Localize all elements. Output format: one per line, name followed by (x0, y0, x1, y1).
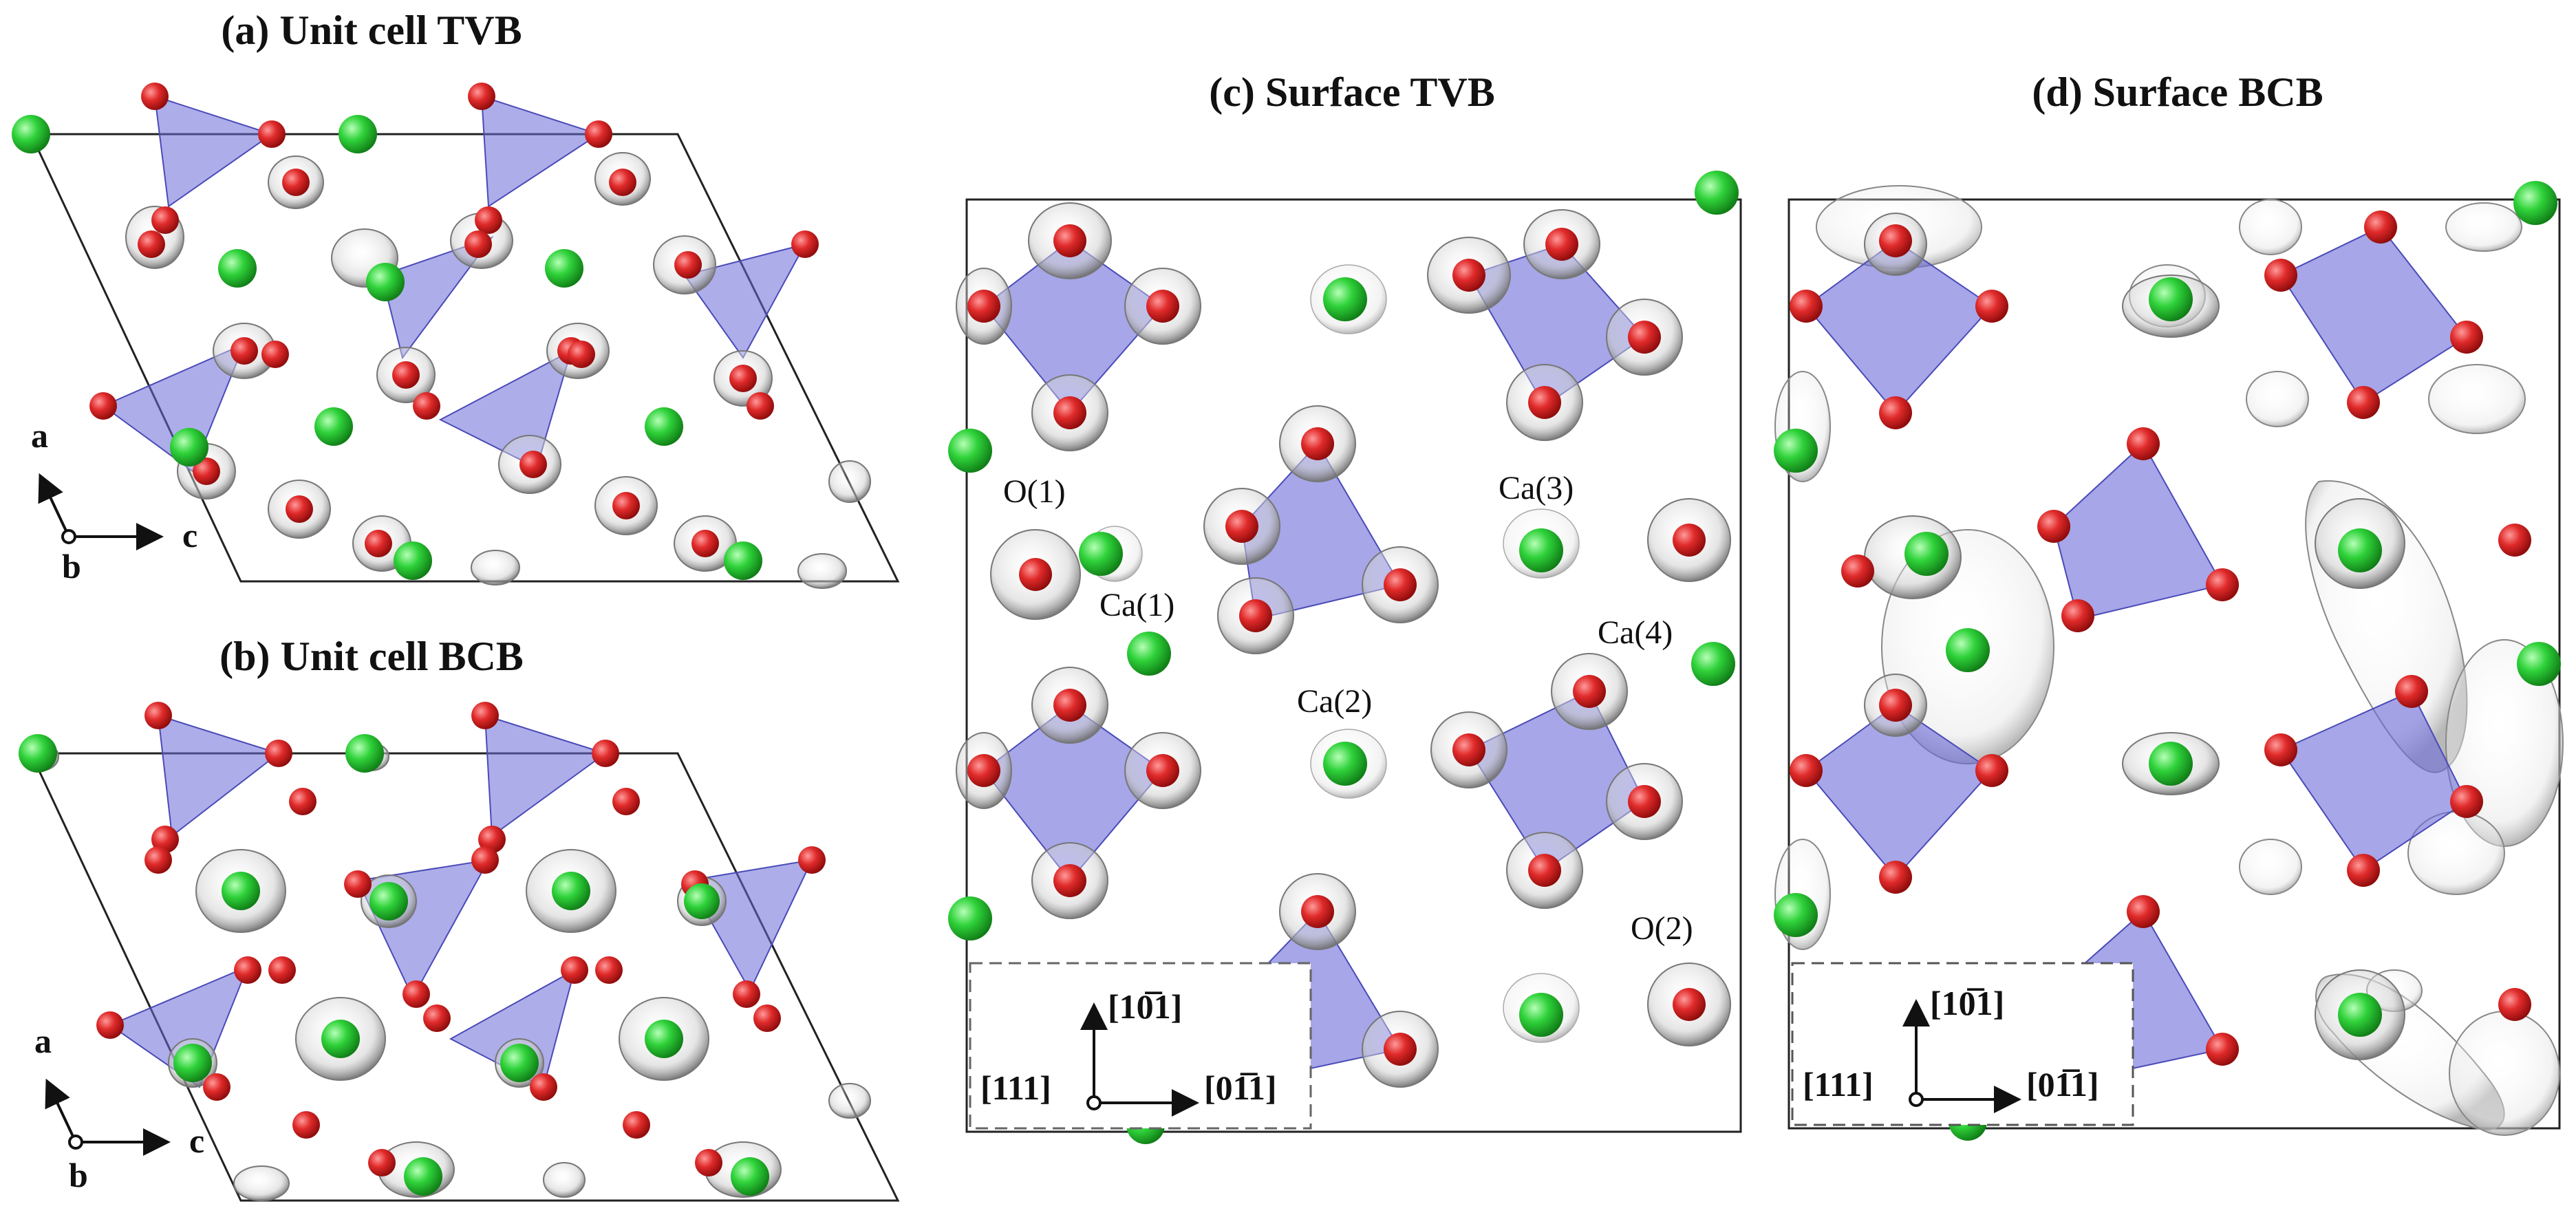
panel-a: a c b (12, 83, 900, 589)
oxygen-atoms-a (89, 83, 819, 557)
site-label-ca1: Ca(1) (1099, 587, 1174, 623)
panel-d-title: (d) Surface BCB (2032, 69, 2323, 115)
calcium-atoms-a (12, 115, 762, 580)
calcium-atoms-d (1774, 181, 2561, 1141)
axis-label-a-b: b (62, 547, 81, 585)
site-label-ca2: Ca(2) (1297, 683, 1372, 720)
axis-label-a-a: a (31, 416, 48, 455)
dir-label-right-c: [01̅1] (1204, 1068, 1277, 1107)
direction-inset-c (969, 962, 1312, 1130)
unit-cell-outline-a (29, 133, 900, 583)
dir-label-view-d: [111] (1803, 1065, 1874, 1104)
oxygen-atoms-c (967, 224, 1706, 1066)
unit-cell-outline-b (29, 752, 900, 1202)
panel-a-title: (a) Unit cell TVB (221, 8, 522, 53)
direction-arrows-d (1902, 999, 2021, 1113)
site-label-o1: O(1) (1003, 473, 1066, 510)
dir-label-view-c: [111] (980, 1068, 1051, 1107)
axis-label-b-c: c (189, 1121, 204, 1160)
direction-inset-d (1791, 962, 2134, 1126)
oxygen-atoms-d (1790, 211, 2531, 1066)
site-label-ca4: Ca(4) (1598, 614, 1673, 651)
calcium-atoms-b (19, 734, 769, 1196)
dir-label-right-d: [01̅1] (2026, 1065, 2099, 1104)
axes-indicator-a (38, 473, 164, 550)
axis-label-b-a: a (34, 1022, 52, 1060)
axes-indicator-b (45, 1078, 171, 1156)
axis-label-b-b: b (69, 1156, 88, 1194)
panel-d: [10̅1] [111] [01̅1] (1774, 181, 2564, 1141)
panel-b: a c b (19, 702, 900, 1202)
dir-label-up-c: [10̅1] (1108, 987, 1182, 1026)
panel-c-title: (c) Surface TVB (1209, 69, 1495, 115)
surface-frame-c (965, 198, 1742, 1133)
panel-c: O(1) Ca(1) Ca(2) Ca(3) Ca(4) O(2) [10̅1]… (948, 171, 1742, 1144)
panel-b-title: (b) Unit cell BCB (219, 634, 524, 679)
dir-label-up-d: [10̅1] (1930, 984, 2004, 1022)
axis-label-a-c: c (182, 516, 197, 555)
site-label-ca3: Ca(3) (1499, 470, 1574, 506)
direction-arrows-c (1080, 1002, 1199, 1117)
site-label-o2: O(2) (1631, 910, 1693, 947)
